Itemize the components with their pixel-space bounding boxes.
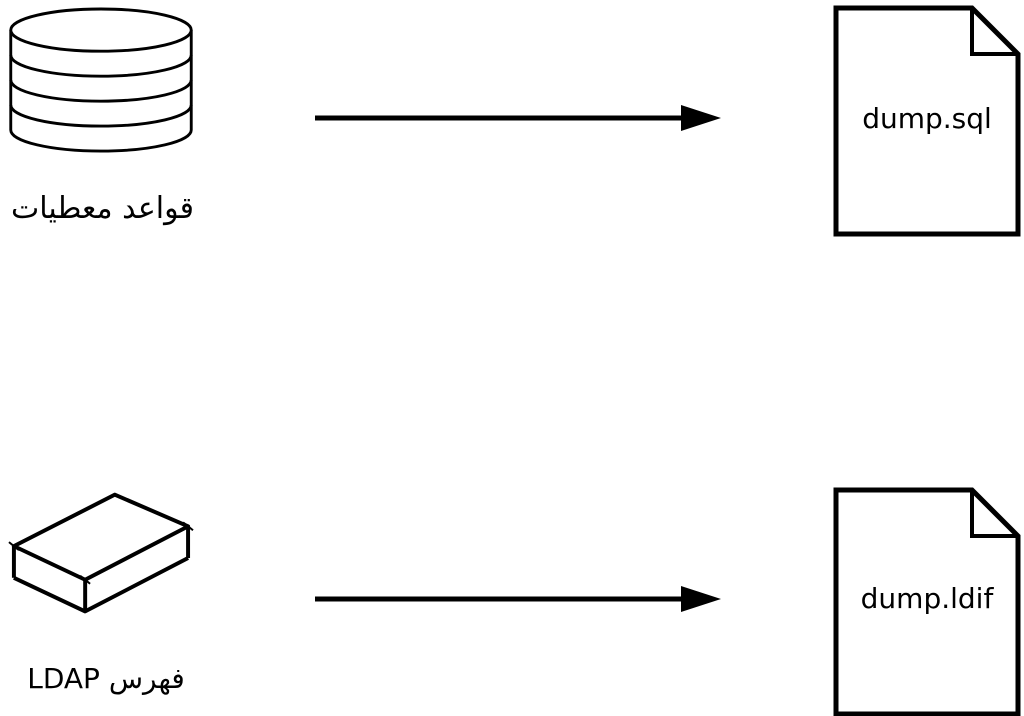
document-sql-icon: dump.sql	[832, 4, 1022, 238]
document-ldif-icon: dump.ldif	[832, 486, 1022, 716]
document-ldif-label: dump.ldif	[860, 582, 994, 615]
ldap-box-icon	[6, 488, 194, 626]
document-ldif-svg	[833, 487, 1021, 716]
ldap-label: فهرس LDAP	[27, 662, 185, 695]
arrow-right-svg	[315, 105, 721, 131]
arrow-right-icon	[313, 583, 723, 615]
database-label: قواعد معطيات	[11, 191, 194, 226]
database-cylinder-icon	[5, 2, 197, 160]
arrow-right-svg	[315, 586, 721, 612]
database-cylinder-svg	[9, 7, 193, 153]
document-sql-label: dump.sql	[862, 102, 992, 135]
ldap-box-svg	[8, 492, 194, 614]
document-sql-svg	[833, 5, 1021, 237]
arrow-right-icon	[313, 102, 723, 134]
